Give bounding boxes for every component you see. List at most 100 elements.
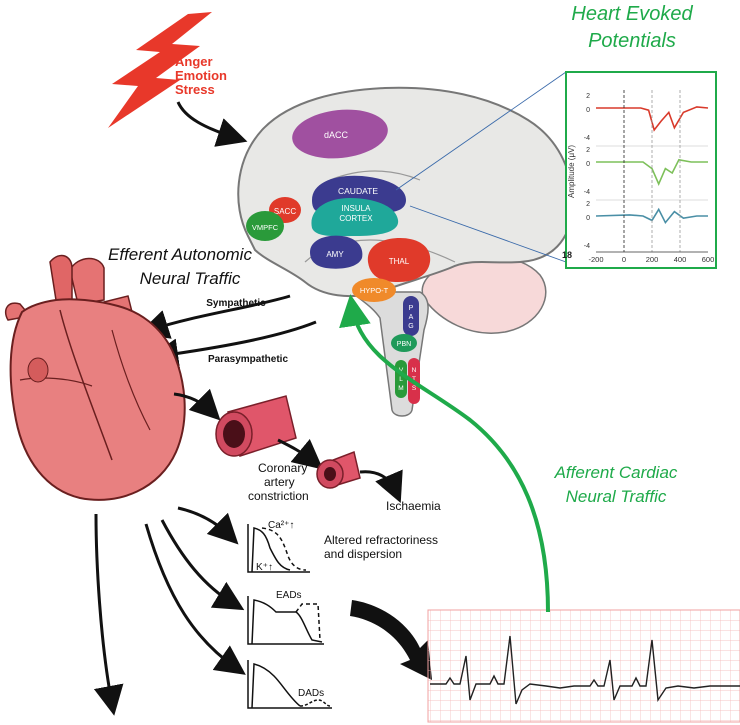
- ecg-grid: [427, 609, 740, 723]
- region-insula: [311, 198, 399, 237]
- region-vlm-label-2: L: [399, 376, 403, 383]
- ap1-trace-altered: [261, 527, 307, 571]
- heart-evoked-line1: Heart Evoked: [571, 3, 693, 25]
- region-thal: [367, 238, 431, 282]
- ap2-axis: [247, 596, 324, 645]
- afferent-arrow: [339, 294, 550, 613]
- heart-body: [9, 298, 186, 501]
- hep-xtick-label: 200: [646, 255, 659, 264]
- ap3-axis: [247, 660, 332, 709]
- stress-label-anger: Anger: [175, 54, 213, 69]
- coronary-label-line2: artery: [264, 475, 295, 489]
- artery-large-lumen: [223, 420, 245, 448]
- ap1-k-label: K⁺↑: [256, 562, 273, 573]
- stress-group: Anger Emotion Stress: [108, 12, 248, 147]
- hep-xtick-label: -200: [588, 255, 603, 264]
- ead-label: EADs: [276, 590, 302, 601]
- region-pbn-label: PBN: [397, 341, 411, 348]
- hep-xtick-label: 0: [622, 255, 626, 264]
- region-dacc-label: dACC: [324, 130, 349, 140]
- region-insula-label-1: INSULA: [342, 204, 372, 213]
- stress-label-stress: Stress: [175, 82, 215, 97]
- region-vlm-label-3: M: [398, 385, 403, 392]
- hep-trace-1: [596, 106, 709, 132]
- artery-small-lumen: [324, 467, 336, 481]
- heart-to-ap2-arrow: [160, 519, 245, 611]
- afferent-label-group: Afferent Cardiac Neural Traffic: [554, 463, 678, 506]
- hep-xtick-label: 400: [674, 255, 687, 264]
- heart-to-ap3-arrow: [144, 523, 246, 675]
- coronary-label-line1: Coronary: [258, 461, 307, 475]
- parasympathetic-label: Parasympathetic: [208, 354, 288, 365]
- hep-trace-3: [595, 207, 708, 225]
- ap1-axis: [247, 524, 310, 573]
- connector-line-top: [395, 71, 567, 191]
- coronary-label-line3: constriction: [248, 489, 309, 503]
- coronary-group: Coronary artery constriction Ischaemia: [173, 388, 441, 513]
- parasympathetic-arrow: [148, 320, 317, 369]
- ischaemia-label: Ischaemia: [386, 499, 441, 513]
- heart-down-arrow: [93, 513, 124, 716]
- heart-to-ap1-arrow: [177, 506, 239, 545]
- ap2-trace: [251, 599, 323, 645]
- hep-ytick-label: -4: [584, 135, 590, 142]
- region-pag-label-1: P: [409, 305, 414, 312]
- connector-line-bottom: [409, 205, 567, 263]
- afferent-label-line1: Afferent Cardiac: [554, 463, 678, 482]
- ecg-trace: [430, 635, 740, 705]
- afferent-label-line2: Neural Traffic: [566, 487, 667, 506]
- hep-ytick-label: -4: [584, 243, 590, 250]
- hep-ytick-label: -4: [584, 189, 590, 196]
- region-vmpfc-label: VMPFC: [252, 223, 279, 232]
- stress-to-brain-arrow: [176, 101, 248, 147]
- hep-chart-corner-number: 18: [562, 250, 572, 260]
- region-insula-label-2: CORTEX: [339, 214, 373, 223]
- heart: [4, 254, 186, 501]
- ap3-dad: [299, 699, 331, 707]
- ap1-ca-label: Ca²⁺↑: [268, 520, 294, 531]
- hep-panels: 20-420-420-4: [584, 90, 709, 252]
- arrhythmia-to-ecg-arrow: [350, 600, 432, 680]
- ecg-strip: [427, 609, 740, 723]
- efferent-label-line1: Efferent Autonomic: [108, 245, 252, 264]
- region-amy: [310, 235, 363, 269]
- hep-ytick-label: 0: [586, 215, 590, 222]
- heart-evoked-line2: Potentials: [588, 30, 676, 52]
- region-hypothalamus-label: HYPO-T: [360, 286, 389, 295]
- hep-ytick-label: 2: [586, 93, 590, 100]
- region-pag: [403, 296, 419, 336]
- region-vlm-label-1: V: [399, 367, 404, 374]
- region-thal-label: THAL: [389, 257, 410, 266]
- region-amy-label: AMY: [326, 250, 344, 259]
- region-nts-label-3: S: [412, 385, 417, 392]
- hep-ytick-label: 2: [586, 147, 590, 154]
- region-nts-label-1: N: [412, 367, 417, 374]
- ap1-trace: [251, 527, 291, 573]
- hep-chart-ylabel: Amplitude (μV): [567, 145, 576, 198]
- dad-label: DADs: [298, 688, 324, 699]
- efferent-group: Efferent Autonomic Neural Traffic Sympat…: [108, 245, 317, 369]
- efferent-label-line2: Neural Traffic: [140, 269, 241, 288]
- region-dacc: [292, 109, 388, 159]
- hep-ytick-label: 0: [586, 161, 590, 168]
- refractory-label-line1: Altered refractoriness: [324, 533, 438, 547]
- action-potential-group: Ca²⁺↑ K⁺↑ Altered refractoriness and dis…: [93, 506, 438, 716]
- sympathetic-label: Sympathetic: [206, 298, 266, 309]
- heart-evoked-title: Heart Evoked Potentials: [571, 3, 693, 52]
- heart-to-coronary-arrow: [173, 388, 221, 421]
- region-vmpfc: [246, 211, 284, 241]
- stress-label-emotion: Emotion: [175, 68, 227, 83]
- region-pag-label-2: A: [409, 314, 414, 321]
- region-sacc-label: SACC: [274, 207, 296, 216]
- ischaemia-arrow: [359, 469, 403, 504]
- hep-trace-2: [596, 158, 708, 187]
- region-pag-label-3: G: [408, 323, 413, 330]
- lightning-bolt-icon: [108, 12, 212, 128]
- hep-chart-frame: [565, 71, 717, 269]
- sympathetic-arrow: [138, 294, 291, 339]
- hep-x-ticks: -200 0 200 400 600: [588, 251, 715, 264]
- region-caudate-label: CAUDATE: [338, 186, 378, 196]
- hep-xtick-label: 600: [702, 255, 715, 264]
